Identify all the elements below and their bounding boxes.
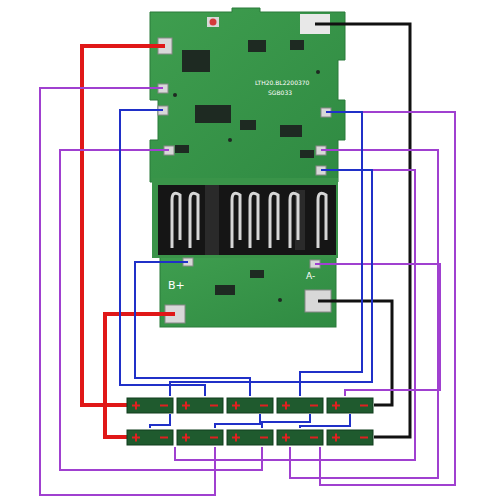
wires (40, 24, 455, 495)
plus-mark (132, 402, 140, 410)
battery-cell (177, 430, 223, 445)
board-label: A- (306, 272, 315, 281)
battery-cell (177, 398, 223, 413)
battery-cell (327, 398, 373, 413)
minus-mark (260, 405, 268, 407)
battery-cell (327, 430, 373, 445)
pcb-components (173, 14, 330, 302)
battery-cell (227, 398, 273, 413)
plus-mark (332, 434, 340, 442)
board-label: B+ (168, 280, 185, 291)
battery-cell (277, 430, 323, 445)
solder-pad (158, 38, 331, 323)
minus-mark (210, 405, 218, 407)
battery-cells (127, 398, 373, 445)
terminal-block (158, 185, 336, 255)
plus-mark (182, 434, 190, 442)
minus-mark (310, 405, 318, 407)
minus-mark (210, 437, 218, 439)
minus-mark (160, 437, 168, 439)
minus-mark (260, 437, 268, 439)
plus-mark (232, 434, 240, 442)
battery-cell (227, 430, 273, 445)
minus-mark (160, 405, 168, 407)
board-label: LTH20.BL2200370 (255, 80, 309, 86)
board-label: SGB033 (268, 90, 292, 96)
battery-cell (127, 430, 173, 445)
pcb-board (150, 8, 345, 327)
plus-mark (332, 402, 340, 410)
plus-mark (232, 402, 240, 410)
minus-mark (360, 437, 368, 439)
minus-mark (310, 437, 318, 439)
plus-mark (132, 434, 140, 442)
battery-cell (127, 398, 173, 413)
plus-mark (182, 402, 190, 410)
plus-mark (282, 402, 290, 410)
minus-mark (360, 405, 368, 407)
battery-cell (277, 398, 323, 413)
plus-mark (282, 434, 290, 442)
